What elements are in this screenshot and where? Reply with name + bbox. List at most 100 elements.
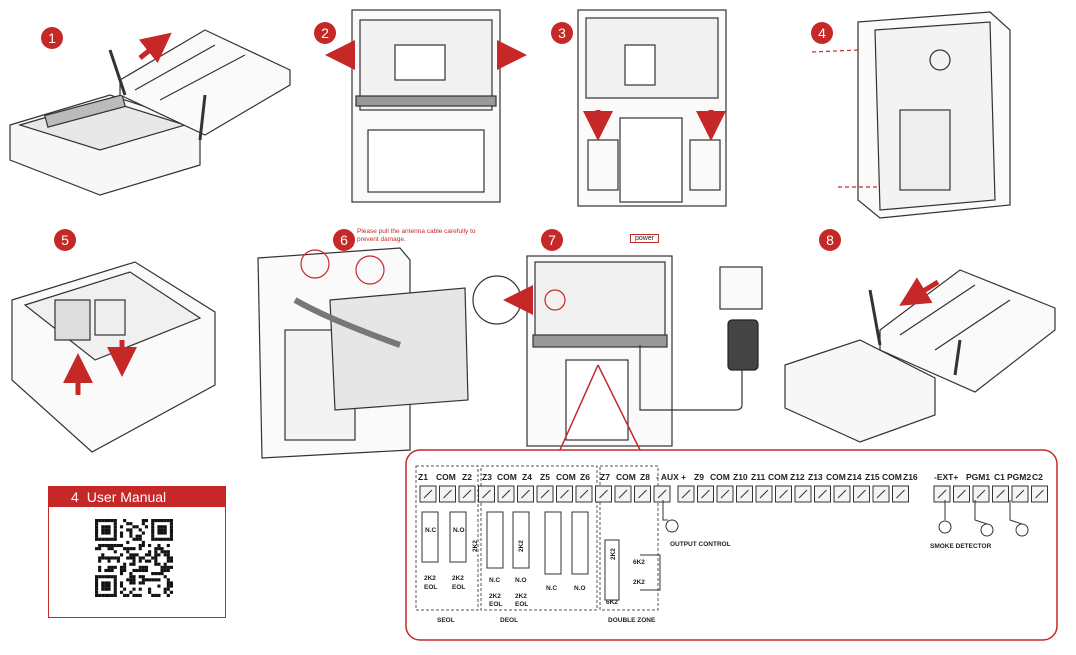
terminal-screw-slot: [482, 489, 491, 499]
qr-module: [101, 543, 105, 548]
qr-module: [163, 525, 167, 529]
qr-module: [151, 578, 155, 582]
qr-module: [135, 568, 139, 573]
terminal-screw-slot: [599, 489, 608, 499]
qr-module: [160, 550, 164, 554]
qr-module: [169, 590, 173, 594]
qr-module: [113, 531, 117, 535]
qr-module: [169, 537, 173, 541]
qr-module: [169, 584, 173, 588]
qr-module: [144, 553, 149, 557]
qr-module: [129, 534, 133, 538]
qr-module: [123, 562, 127, 566]
qr-module: [101, 525, 105, 529]
qr-module: [138, 556, 142, 560]
qr-module: [160, 525, 164, 529]
terminal-screw-slot: [560, 489, 569, 499]
terminal-label-com8: COM: [882, 472, 902, 482]
step-badge-1: 1: [41, 27, 63, 49]
qr-module: [132, 581, 136, 585]
qr-module: [166, 578, 170, 582]
qr-module: [104, 543, 108, 548]
qr-module: [154, 572, 158, 576]
terminal-label-com6: COM: [768, 472, 788, 482]
qr-module: [166, 543, 170, 548]
qr-module: [148, 550, 152, 554]
step-3-illustration: [577, 9, 727, 207]
qr-module: [98, 559, 102, 563]
terminal-label-z3: Z3: [482, 472, 492, 482]
terminal-label-z16: Z16: [903, 472, 918, 482]
qr-module: [154, 556, 158, 560]
qr-module: [166, 565, 170, 569]
qr-module: [113, 584, 117, 588]
qr-module: [110, 543, 114, 548]
qr-module: [95, 590, 99, 594]
terminal-label-z8: Z8: [640, 472, 650, 482]
qr-module: [141, 568, 145, 573]
qr-module: [166, 581, 170, 585]
qr-module: [98, 537, 102, 541]
qr-module: [132, 578, 136, 582]
qr-module: [101, 575, 105, 579]
qr-module: [160, 565, 164, 569]
qr-module: [104, 531, 108, 535]
qr-module: [107, 581, 111, 585]
qr-module: [135, 525, 139, 529]
qr-module: [132, 556, 136, 560]
terminal-label-com2: COM: [497, 472, 517, 482]
terminal-label-z14: Z14: [847, 472, 862, 482]
qr-module: [129, 575, 133, 579]
qr-module: [129, 553, 133, 557]
qr-module: [95, 519, 99, 523]
qr-module: [160, 572, 164, 576]
qr-module: [101, 593, 105, 597]
qr-module: [138, 537, 142, 541]
qr-module: [95, 531, 99, 535]
qr-module: [110, 556, 114, 560]
qr-module: [126, 547, 130, 551]
qr-module: [160, 528, 164, 532]
qr-module: [95, 584, 99, 588]
terminal-screw-slot: [896, 489, 905, 499]
qr-module: [123, 568, 127, 573]
qr-module: [138, 593, 142, 597]
qr-module: [144, 565, 149, 569]
qr-module: [163, 528, 167, 532]
qr-module: [157, 593, 161, 597]
terminal-screw-slot: [759, 489, 769, 499]
qr-module: [163, 587, 167, 591]
qr-module: [144, 568, 149, 573]
qr-module: [166, 553, 170, 557]
terminal-label-z5: Z5: [540, 472, 550, 482]
qr-module: [101, 553, 105, 557]
qr-module: [101, 587, 105, 591]
qr-module: [169, 559, 173, 563]
qr-module: [119, 543, 124, 548]
contact-label-no-2: N.O: [515, 577, 527, 584]
qr-module: [132, 525, 136, 529]
qr-code-icon[interactable]: [95, 519, 173, 597]
qr-module: [157, 537, 161, 541]
step-badge-4: 4: [811, 22, 833, 44]
qr-module: [154, 578, 158, 582]
qr-module: [104, 575, 108, 579]
resistor-label-2k2-3: 2K2: [472, 540, 479, 552]
qr-module: [157, 572, 161, 576]
qr-module: [129, 572, 133, 576]
terminal-label-z13: Z13: [808, 472, 823, 482]
qr-module: [148, 578, 152, 582]
qr-module: [154, 553, 158, 557]
step-1-illustration: [9, 29, 291, 196]
qr-module: [129, 581, 133, 585]
qr-module: [126, 522, 130, 526]
qr-module: [163, 590, 167, 594]
qr-module: [95, 537, 99, 541]
terminal-label-com1: COM: [436, 472, 456, 482]
qr-module: [101, 556, 105, 560]
terminal-screw-slot: [423, 489, 433, 499]
qr-module: [141, 578, 145, 582]
qr-module: [107, 531, 111, 535]
qr-module: [163, 562, 167, 566]
qr-module: [104, 519, 108, 523]
